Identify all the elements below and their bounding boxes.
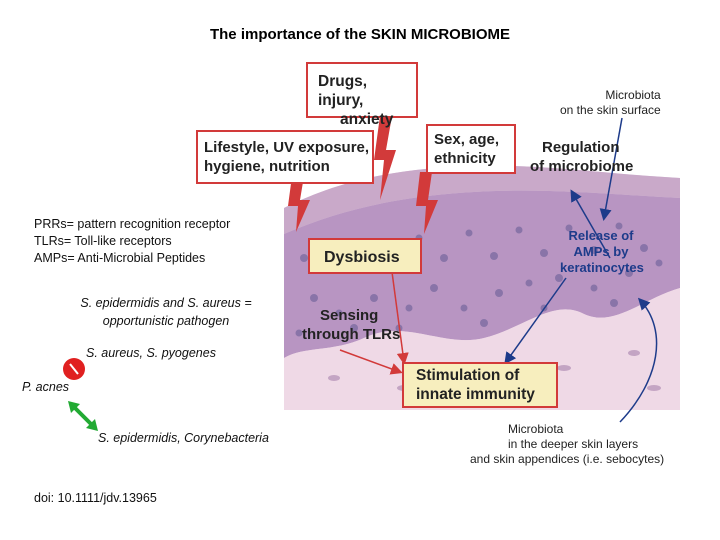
opportunistic-line-1: S. epidermidis and S. aureus = bbox=[80, 296, 252, 310]
arrow-regulation bbox=[570, 189, 611, 259]
stimulation-line-1: Stimulation of bbox=[416, 367, 520, 384]
amps-line-1: Release of bbox=[568, 228, 634, 243]
drugs-line-2: anxiety bbox=[340, 111, 394, 128]
commensals-label: S. epidermidis, Corynebacteria bbox=[98, 431, 269, 445]
inhibition-icon bbox=[63, 358, 85, 380]
surface-line-2: on the skin surface bbox=[560, 103, 661, 117]
bolt-sex bbox=[416, 172, 438, 234]
arrow-amps bbox=[504, 277, 567, 365]
opportunistic-line-2: opportunistic pathogen bbox=[102, 314, 230, 328]
arrow-surface bbox=[599, 117, 623, 221]
sex-line-2: ethnicity bbox=[434, 150, 496, 167]
deeper-microbiota-label: Microbiota in the deeper skin layers and… bbox=[470, 422, 664, 467]
sex-age-box: Sex, age, ethnicity bbox=[426, 124, 516, 174]
arrow-sensing bbox=[339, 349, 403, 375]
deeper-line-2: in the deeper skin layers bbox=[508, 437, 639, 451]
arrow-deeper bbox=[619, 297, 658, 423]
definition-amps: AMPs= Anti-Microbial Peptides bbox=[34, 251, 206, 265]
doi-reference: doi: 10.1111/jdv.13965 bbox=[34, 491, 157, 505]
surface-microbiota-label: Microbiota on the skin surface bbox=[560, 88, 661, 118]
lifestyle-box: Lifestyle, UV exposure, hygiene, nutriti… bbox=[196, 130, 374, 184]
dysbiosis-box: Dysbiosis bbox=[308, 238, 422, 274]
sensing-line-1: Sensing bbox=[320, 307, 379, 324]
green-double-arrow-icon bbox=[68, 401, 98, 431]
deeper-line-1: Microbiota bbox=[508, 422, 564, 436]
amps-line-2: AMPs by bbox=[573, 244, 629, 259]
amps-line-3: keratinocytes bbox=[560, 260, 644, 275]
regulation-line-1: Regulation bbox=[542, 139, 620, 156]
definition-tlrs: TLRs= Toll-like receptors bbox=[34, 234, 172, 248]
stimulation-line-2: innate immunity bbox=[416, 386, 535, 403]
p-acnes-label: P. acnes bbox=[22, 380, 70, 394]
surface-line-1: Microbiota bbox=[605, 88, 661, 102]
regulation-label: Regulation of microbiome bbox=[530, 138, 633, 176]
abbreviation-definitions: PRRs= pattern recognition receptor TLRs=… bbox=[34, 216, 230, 267]
bolt-lifestyle bbox=[288, 176, 310, 232]
sensing-line-2: through TLRs bbox=[302, 326, 401, 343]
lifestyle-line-2: hygiene, nutrition bbox=[204, 158, 330, 175]
definition-prrs: PRRs= pattern recognition receptor bbox=[34, 217, 231, 231]
sex-line-1: Sex, age, bbox=[434, 131, 500, 148]
arrow-dysbiosis-stimulation bbox=[391, 271, 409, 365]
amps-label: Release of AMPs by keratinocytes bbox=[560, 228, 644, 276]
regulation-line-2: of microbiome bbox=[530, 158, 634, 175]
page-title: The importance of the SKIN MICROBIOME bbox=[209, 26, 510, 43]
pathogens-label: S. aureus, S. pyogenes bbox=[86, 346, 216, 360]
lifestyle-line-1: Lifestyle, UV exposure, bbox=[204, 139, 370, 156]
sensing-label: Sensing through TLRs bbox=[302, 306, 400, 344]
drugs-box: Drugs, injury, anxiety bbox=[306, 62, 418, 128]
stimulation-box: Stimulation of innate immunity bbox=[402, 362, 558, 408]
bolt-drugs bbox=[374, 116, 396, 200]
deeper-line-3: and skin appendices (i.e. sebocytes) bbox=[470, 452, 665, 466]
drugs-line-1: Drugs, injury, bbox=[318, 73, 368, 109]
opportunistic-note: S. epidermidis and S. aureus = opportuni… bbox=[40, 294, 292, 330]
